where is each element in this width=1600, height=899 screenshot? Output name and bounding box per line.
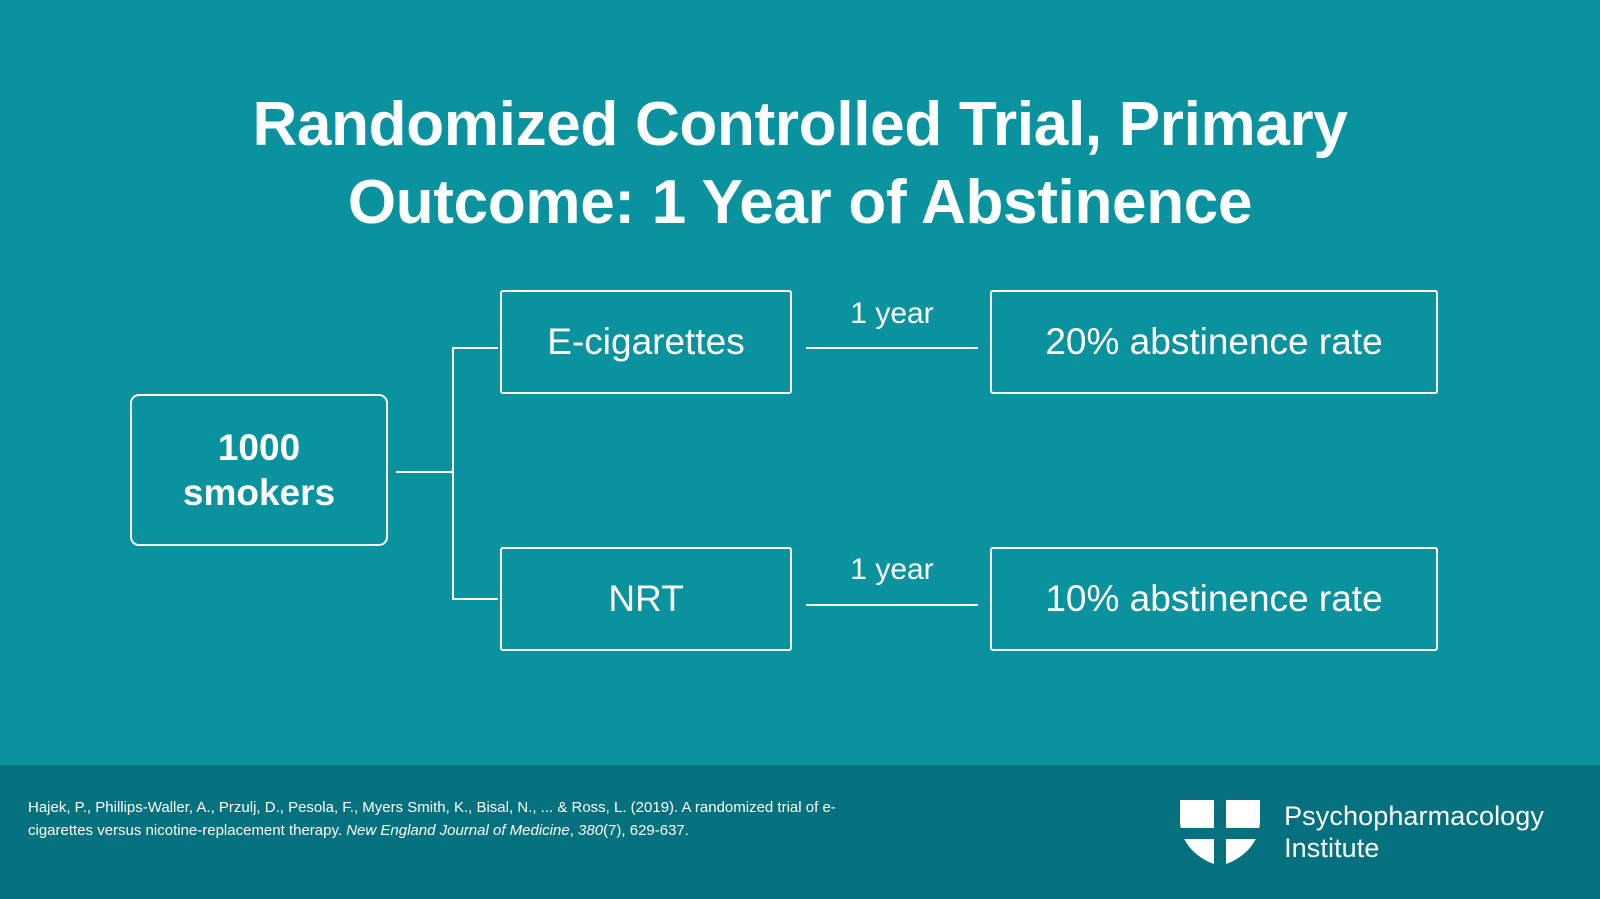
brand-lockup: Psychopharmacology Institute (1178, 777, 1544, 889)
node-source-text: 1000 smokers (183, 425, 335, 515)
page-title-line-2: Outcome: 1 Year of Abstinence (347, 167, 1253, 237)
node-arm-ecigarettes: E-cigarettes (500, 290, 792, 394)
page-title: Randomized Controlled Trial, Primary Out… (0, 86, 1600, 242)
brand-name-line-1: Psychopharmacology (1284, 801, 1544, 832)
citation-part-1: Hajek, P., Phillips-Waller, A., Przulj, … (28, 799, 836, 839)
connector-link-bottom (806, 604, 978, 606)
citation-separator: , (569, 821, 579, 839)
page-title-line-1: Randomized Controlled Trial, Primary (252, 89, 1348, 159)
brand-name-line-2: Institute (1284, 833, 1380, 863)
footer-bar: Hajek, P., Phillips-Waller, A., Przulj, … (0, 765, 1600, 899)
citation-volume: 380 (578, 821, 604, 839)
node-outcome-nrt: 10% abstinence rate (990, 547, 1438, 651)
connector-arm-top (452, 347, 498, 349)
brand-name: Psychopharmacology Institute (1284, 801, 1544, 865)
node-source-noun: smokers (182, 472, 336, 513)
connector-arm-bottom (452, 598, 498, 600)
citation-part-2: (7), 629-637. (603, 821, 689, 839)
connector-link-top (806, 347, 978, 349)
connector-source-stub (396, 471, 454, 473)
citation-journal: New England Journal of Medicine (346, 821, 570, 839)
node-source-population: 1000 smokers (130, 394, 388, 546)
connector-vertical-spine (452, 347, 454, 600)
link-label-bottom: 1 year (850, 553, 934, 586)
link-label-top: 1 year (850, 297, 934, 330)
node-source-count: 1000 (217, 426, 301, 468)
node-outcome-ecigarettes: 20% abstinence rate (990, 290, 1438, 394)
node-arm-nrt: NRT (500, 547, 792, 651)
flowchart: 1 year 1 year 1000 smokers E-cigarettes … (130, 290, 1438, 651)
citation-text: Hajek, P., Phillips-Waller, A., Przulj, … (28, 797, 868, 842)
shield-logo-icon (1178, 798, 1263, 868)
